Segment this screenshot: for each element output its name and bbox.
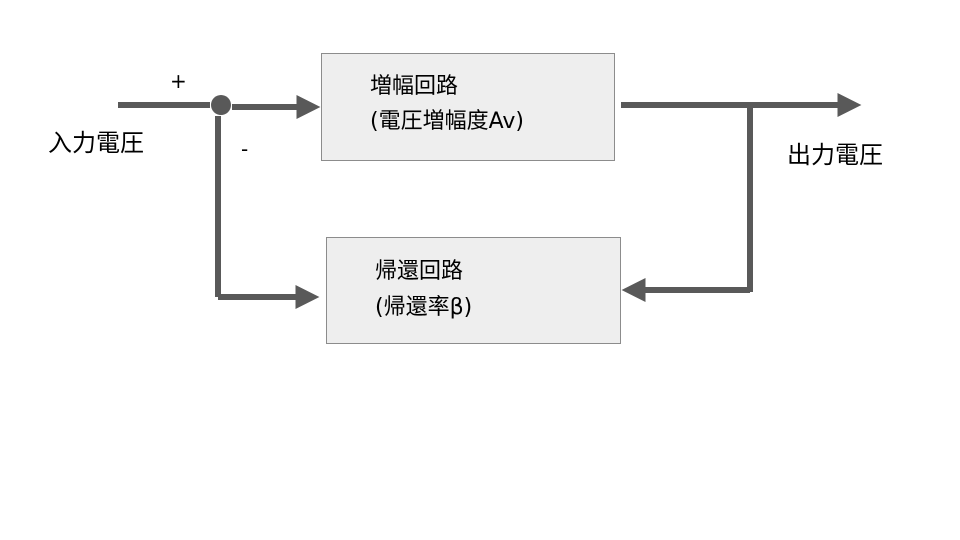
feedback-block: 帰還回路 (帰還率β) xyxy=(326,237,621,344)
plus-sign: + xyxy=(170,69,187,93)
amplifier-block: 増幅回路 (電圧増幅度Av) xyxy=(321,53,615,161)
minus-sign: - xyxy=(241,137,249,161)
input-voltage-label: 入力電圧 xyxy=(48,129,144,157)
amplifier-subtitle: (電圧増幅度Av) xyxy=(370,109,524,134)
amplifier-title: 増幅回路 xyxy=(370,74,459,99)
feedback-subtitle: (帰還率β) xyxy=(375,295,473,320)
feedback-title: 帰還回路 xyxy=(375,259,464,284)
summing-junction xyxy=(211,95,231,115)
output-voltage-label: 出力電圧 xyxy=(787,141,883,169)
